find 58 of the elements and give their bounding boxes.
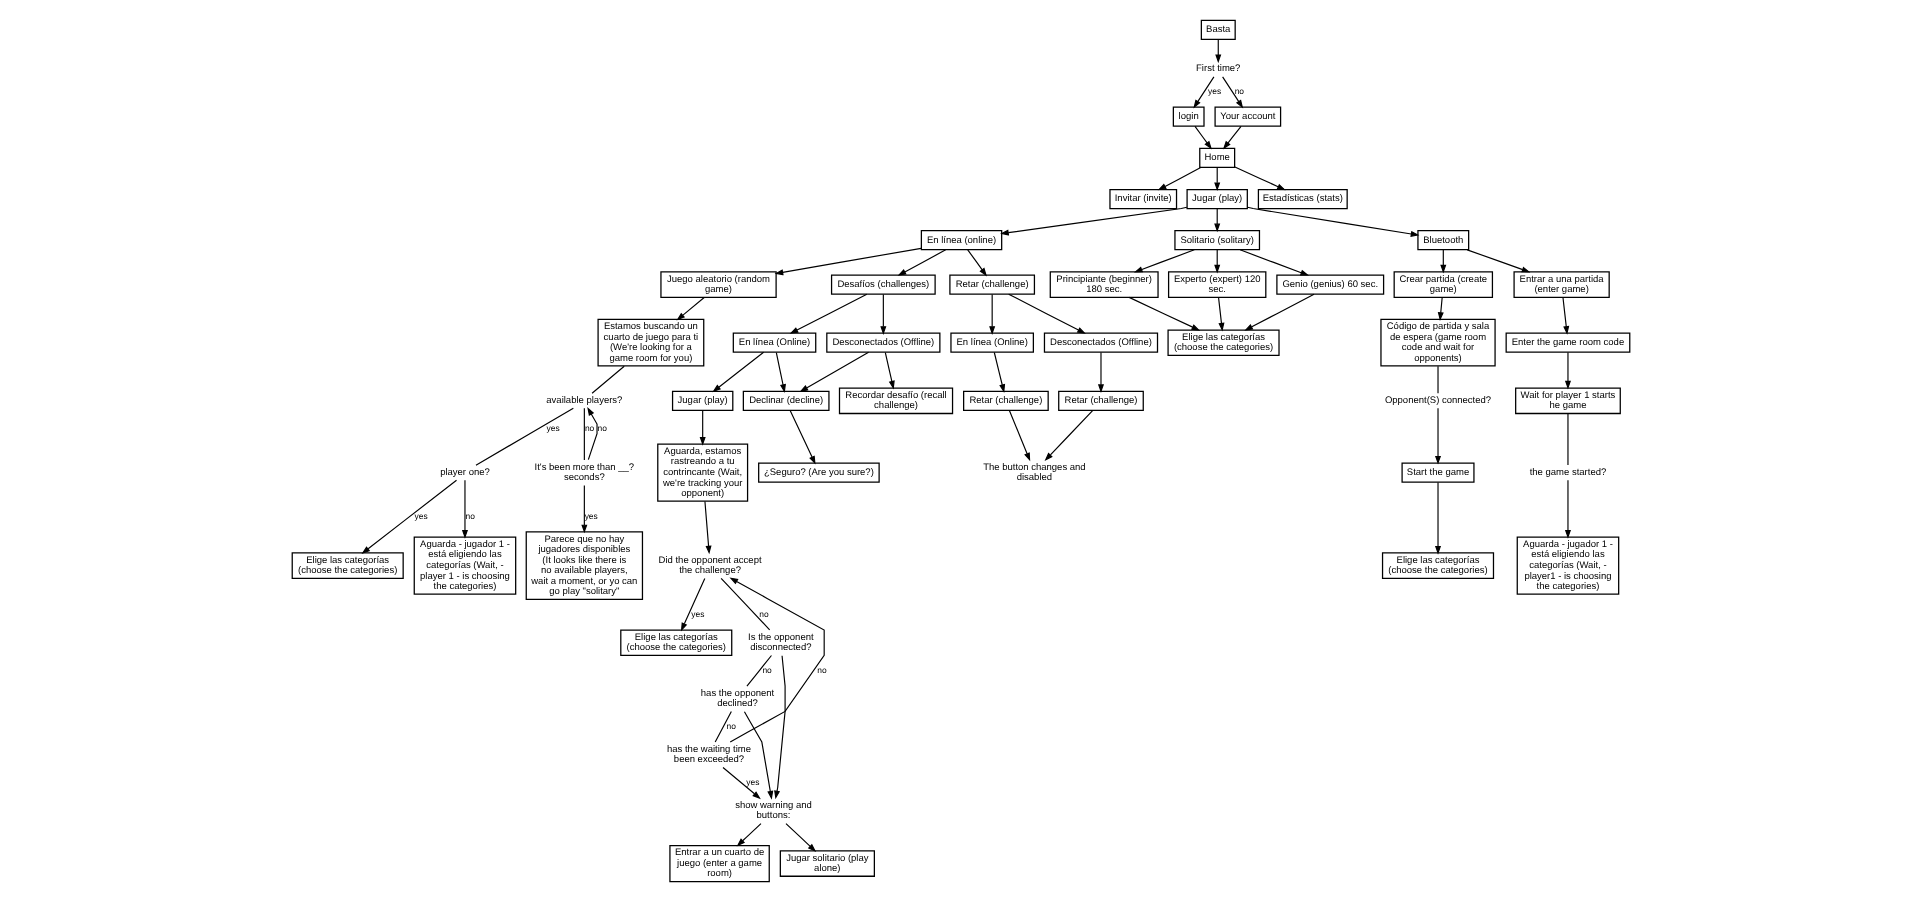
connector: [582, 407, 584, 461]
arrow: [1132, 249, 1194, 273]
connector: [713, 710, 731, 743]
arrow: [773, 247, 921, 276]
arrow: [1434, 407, 1441, 465]
arrow: [1465, 249, 1530, 273]
arrow: [1127, 296, 1200, 331]
arrow: [711, 351, 764, 393]
arrow: [1192, 76, 1214, 109]
connector: [719, 577, 770, 631]
connector: [590, 365, 624, 394]
arrow: [798, 351, 869, 393]
arrow: [1561, 296, 1569, 335]
arrow: [1216, 296, 1224, 332]
arrow: [1193, 125, 1211, 150]
arrow: [1563, 351, 1570, 390]
arrow: [1245, 206, 1419, 237]
arrow: [879, 293, 886, 335]
arrow: [992, 351, 1005, 393]
arrow: [1221, 125, 1241, 150]
arrow: [728, 577, 824, 743]
arrow: [1563, 479, 1570, 539]
arrow: [1238, 249, 1309, 276]
arrow: [1434, 481, 1441, 555]
arrow: [1096, 351, 1104, 393]
arrow: [1043, 409, 1093, 461]
arrow: [460, 479, 467, 539]
arrow: [703, 500, 711, 555]
arrow: [698, 409, 705, 446]
connector: [745, 654, 772, 687]
arrow: [774, 351, 785, 393]
connector: [1566, 413, 1568, 466]
arrow: [788, 409, 815, 465]
arrow: [988, 293, 995, 335]
arrow: [896, 249, 946, 276]
arrow: [773, 655, 785, 800]
arrow: [721, 766, 760, 800]
arrow: [1007, 293, 1085, 334]
arrow: [784, 822, 816, 853]
arrow: [883, 351, 894, 390]
arrow: [966, 249, 986, 277]
arrow: [1243, 293, 1314, 331]
arrow: [1221, 76, 1243, 109]
arrow: [1233, 166, 1285, 191]
arrow: [675, 296, 704, 321]
arrow: [580, 485, 587, 534]
arrow: [360, 479, 457, 554]
arrow: [1007, 409, 1030, 462]
arrow: [1156, 166, 1201, 191]
arrow: [679, 577, 705, 632]
arrow: [742, 711, 773, 800]
arrow: [788, 293, 867, 334]
arrow: [735, 822, 761, 847]
arrow: [586, 406, 597, 461]
arrow: [999, 206, 1187, 236]
connector: [1436, 365, 1438, 394]
arrow: [1436, 296, 1443, 321]
connector: [474, 407, 573, 466]
